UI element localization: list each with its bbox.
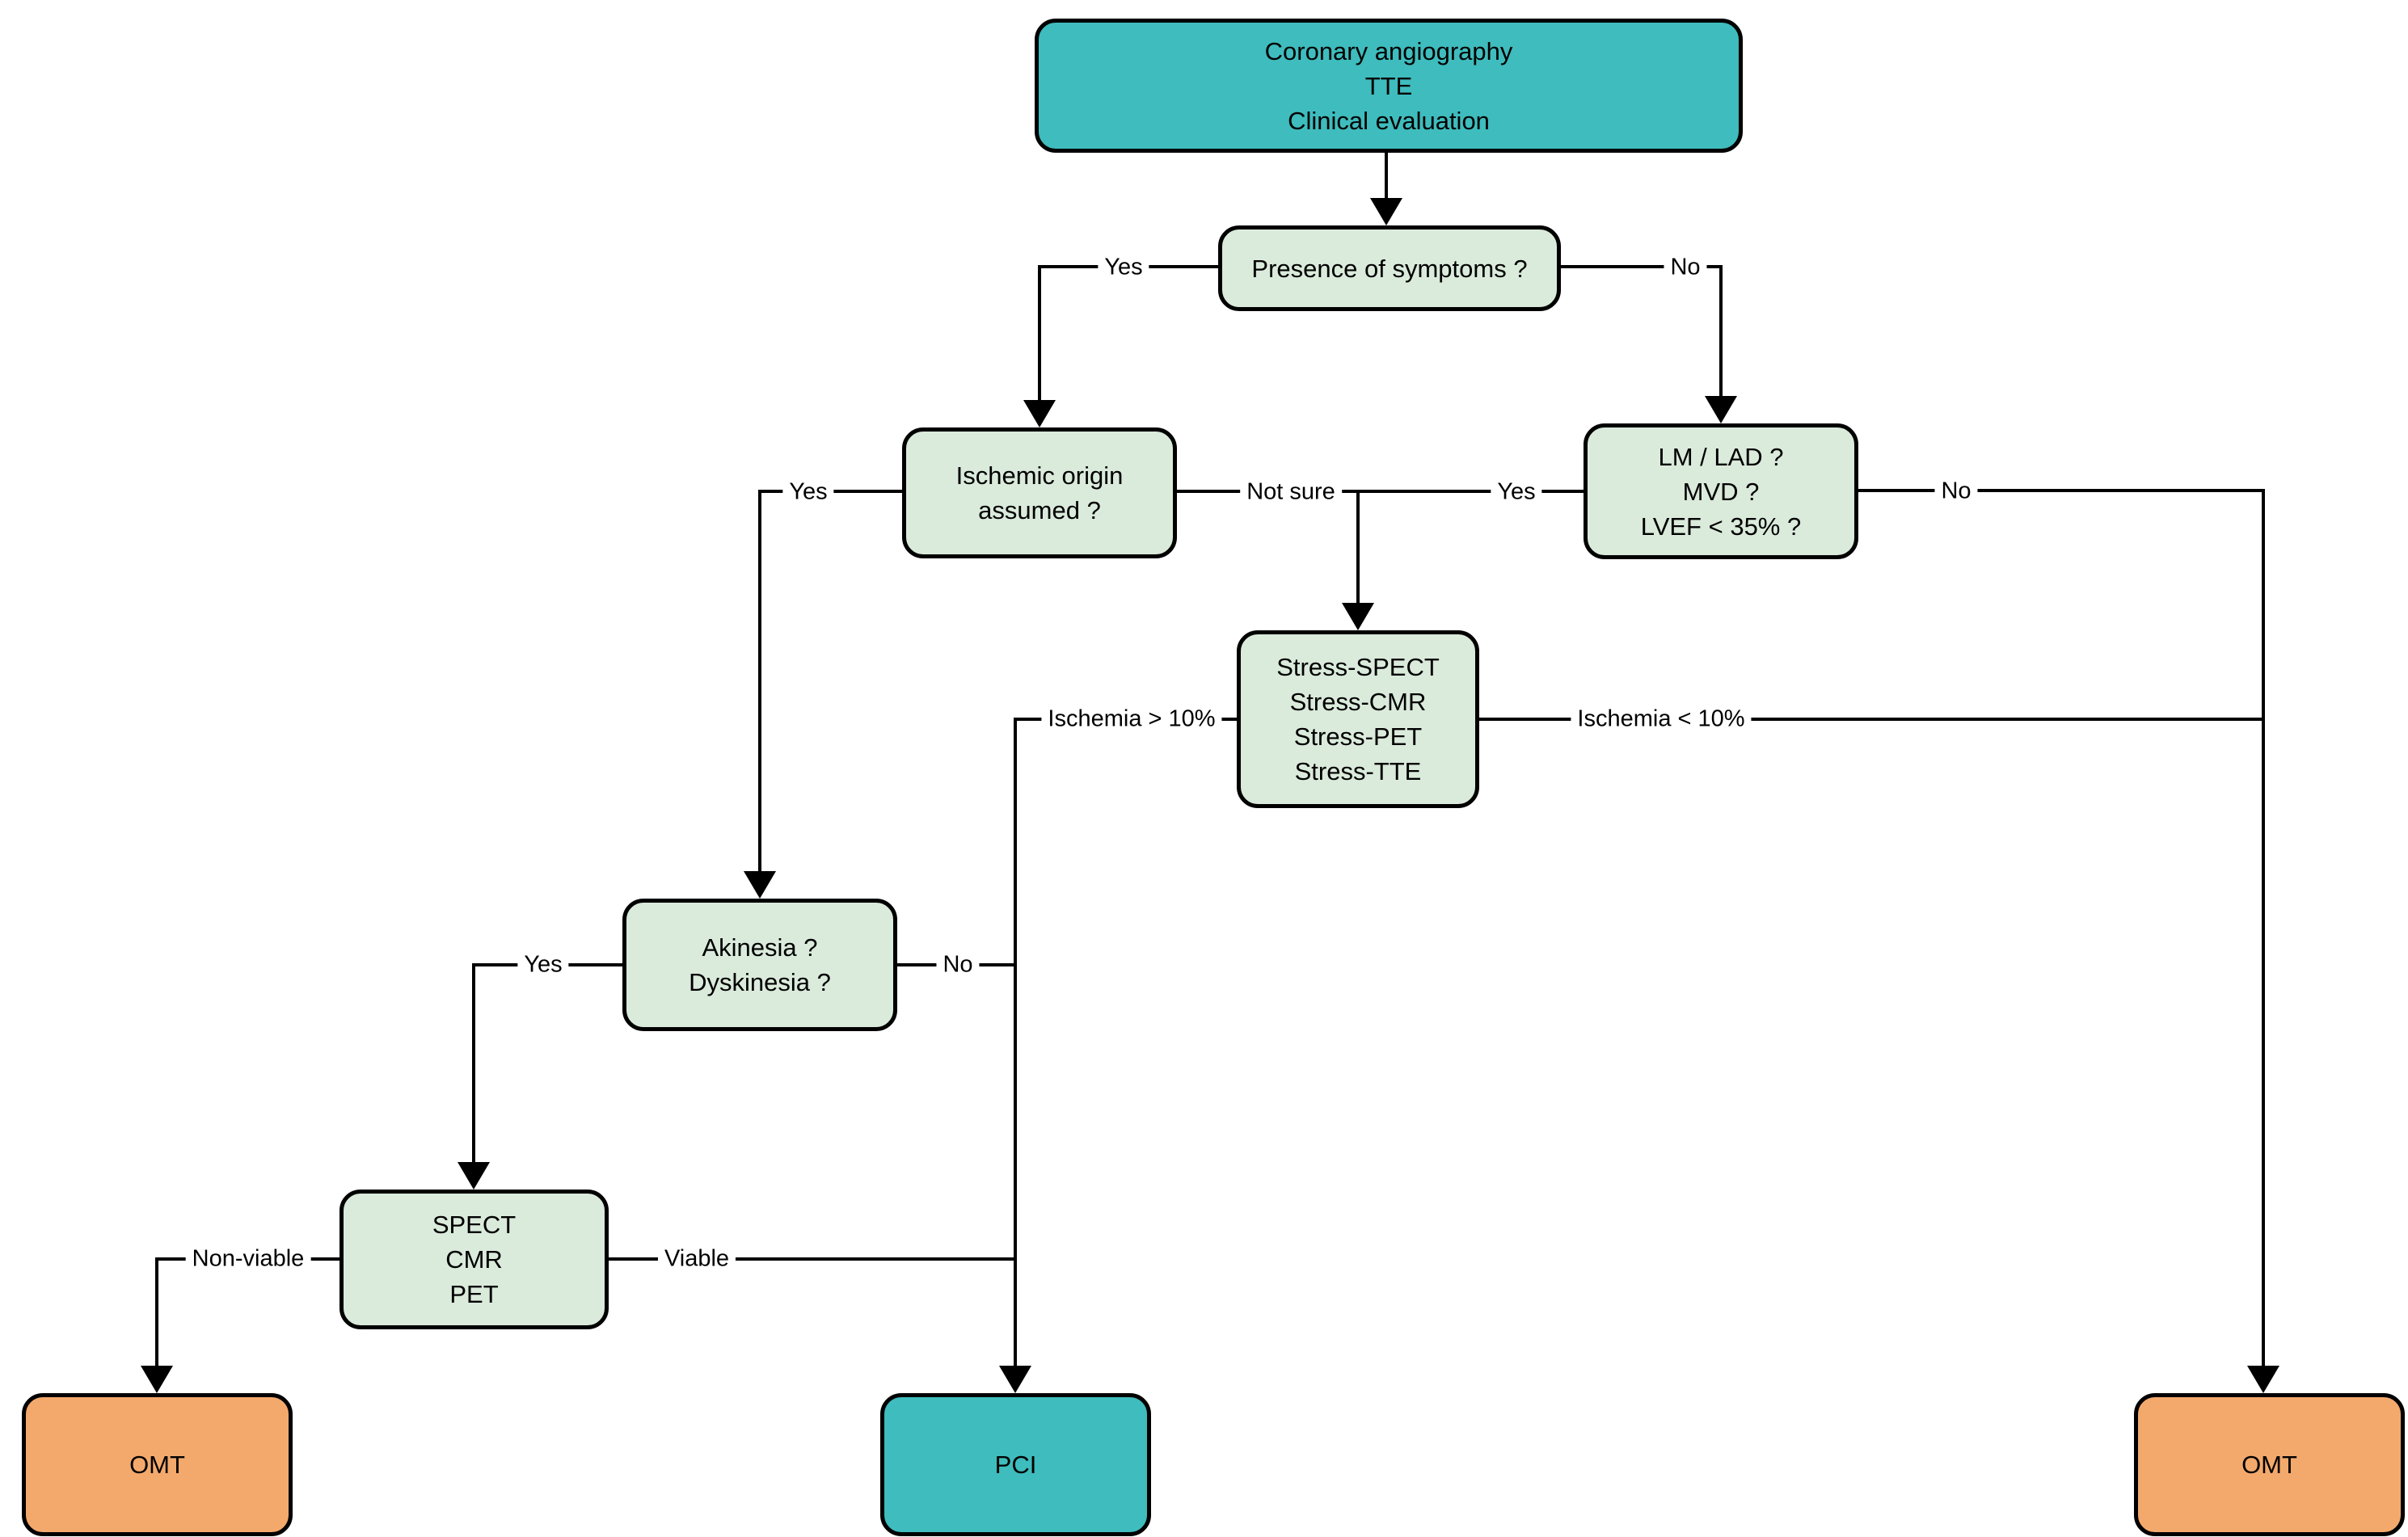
edge-label-not-sure: Not sure (1240, 477, 1342, 507)
arrowhead-into-pci (999, 1366, 1031, 1393)
node-viability-imaging-line3: PET (449, 1280, 499, 1308)
edge-label-lmlad-yes: Yes (1491, 477, 1542, 507)
node-stress-imaging-line2: Stress-CMR (1289, 688, 1427, 716)
node-lm-lad-mvd-lvef-line1: LM / LAD ? (1658, 442, 1784, 471)
node-lm-lad-mvd-lvef: LM / LAD ? MVD ? LVEF < 35% ? (1584, 423, 1858, 559)
edge-label-akinesia-no: No (936, 950, 980, 980)
arrowhead-into-lmlad (1705, 396, 1737, 423)
connector-to-stress-v (1356, 490, 1360, 608)
connector-presence-no-h (1559, 265, 1723, 268)
connector-akinesia-yes-v (472, 963, 475, 1167)
node-lm-lad-mvd-lvef-line2: MVD ? (1682, 477, 1760, 506)
node-coronary-angiography: Coronary angiography TTE Clinical evalua… (1035, 19, 1743, 153)
node-omt-right-line1: OMT (2241, 1451, 2297, 1479)
edge-label-ischemia-lt-10: Ischemia < 10% (1571, 704, 1752, 735)
node-omt-right: OMT (2134, 1393, 2405, 1536)
node-stress-imaging-line1: Stress-SPECT (1276, 653, 1440, 681)
node-ischemic-origin-line1: Ischemic origin (955, 461, 1124, 490)
edge-label-presence-yes: Yes (1098, 252, 1149, 283)
edge-label-viable: Viable (657, 1244, 736, 1274)
node-lm-lad-mvd-lvef-line3: LVEF < 35% ? (1640, 512, 1802, 541)
arrowhead-into-stress (1342, 603, 1374, 630)
edge-label-non-viable: Non-viable (185, 1244, 311, 1274)
arrowhead-into-akinesia (744, 871, 776, 899)
node-stress-imaging-line4: Stress-TTE (1294, 757, 1422, 785)
node-akinesia-dyskinesia-line1: Akinesia ? (702, 933, 818, 962)
node-coronary-angiography-line3: Clinical evaluation (1288, 106, 1490, 135)
connector-ischemic-to-lmlad-h (1175, 490, 1585, 493)
node-presence-of-symptoms-line1: Presence of symptoms ? (1251, 254, 1528, 283)
edge-label-ischemic-yes: Yes (782, 477, 834, 507)
node-coronary-angiography-line1: Coronary angiography (1264, 36, 1513, 65)
connector-to-omt-right-v (2262, 489, 2265, 1371)
node-coronary-angiography-line2: TTE (1364, 71, 1413, 100)
arrowhead-into-presence (1370, 198, 1402, 225)
connector-nonviable-v (155, 1257, 158, 1371)
connector-lmlad-no-h (1857, 489, 2265, 492)
node-ischemic-origin-line2: assumed ? (978, 496, 1101, 524)
node-akinesia-dyskinesia-line2: Dyskinesia ? (689, 968, 831, 996)
node-viability-imaging-line2: CMR (445, 1245, 503, 1274)
node-viability-imaging-line1: SPECT (432, 1211, 517, 1239)
edge-label-ischemia-gt-10: Ischemia > 10% (1041, 704, 1222, 735)
connector-to-pci-v (1014, 718, 1017, 1371)
edge-label-akinesia-yes: Yes (517, 950, 569, 980)
node-omt-left: OMT (22, 1393, 293, 1536)
arrowhead-into-viability (458, 1162, 490, 1190)
connector-presence-no-v (1719, 265, 1723, 401)
arrowhead-into-omt-right (2247, 1366, 2279, 1393)
connector-coronary-to-presence-v (1385, 151, 1388, 203)
node-akinesia-dyskinesia: Akinesia ? Dyskinesia ? (622, 899, 897, 1031)
node-omt-left-line1: OMT (129, 1451, 185, 1479)
connector-ischemic-yes-v (758, 490, 761, 876)
node-presence-of-symptoms: Presence of symptoms ? (1218, 225, 1561, 311)
node-stress-imaging: Stress-SPECT Stress-CMR Stress-PET Stres… (1237, 630, 1479, 808)
node-pci: PCI (880, 1393, 1151, 1536)
node-viability-imaging: SPECT CMR PET (339, 1190, 609, 1329)
edge-label-presence-no: No (1664, 252, 1707, 283)
node-pci-line1: PCI (994, 1451, 1037, 1479)
node-stress-imaging-line3: Stress-PET (1293, 722, 1423, 751)
arrowhead-into-omt-left (141, 1366, 173, 1393)
arrowhead-into-ischemic (1023, 400, 1056, 427)
node-ischemic-origin: Ischemic origin assumed ? (902, 427, 1177, 558)
edge-label-lmlad-no: No (1934, 476, 1978, 507)
connector-ischemia-lt-h (1478, 718, 2265, 721)
connector-viable-h (607, 1257, 1017, 1261)
connector-presence-yes-v (1038, 265, 1041, 405)
